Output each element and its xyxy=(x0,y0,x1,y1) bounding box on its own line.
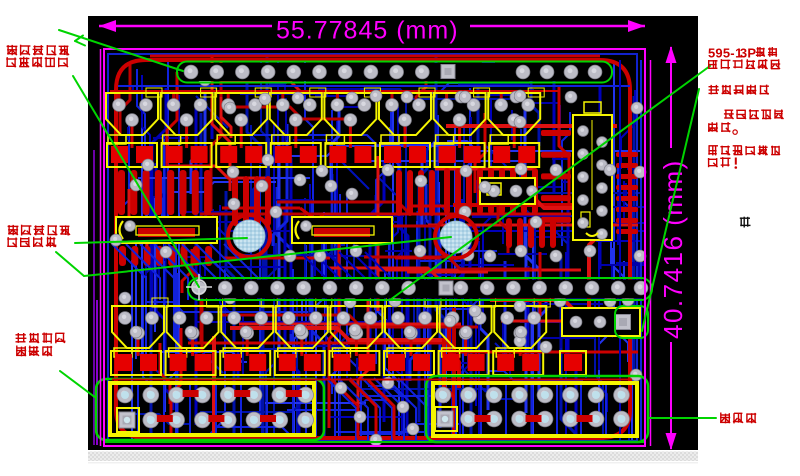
svg-text:-: - xyxy=(730,46,734,61)
svg-text:5: 5 xyxy=(723,46,730,61)
svg-text:1: 1 xyxy=(735,46,742,61)
svg-text:55.77845 (mm): 55.77845 (mm) xyxy=(276,17,459,45)
svg-text:3: 3 xyxy=(740,46,747,61)
svg-text:P: P xyxy=(747,46,756,61)
svg-text:5: 5 xyxy=(708,46,715,61)
svg-text:9: 9 xyxy=(715,46,722,61)
svg-text:40.7416 (mm): 40.7416 (mm) xyxy=(658,159,688,339)
